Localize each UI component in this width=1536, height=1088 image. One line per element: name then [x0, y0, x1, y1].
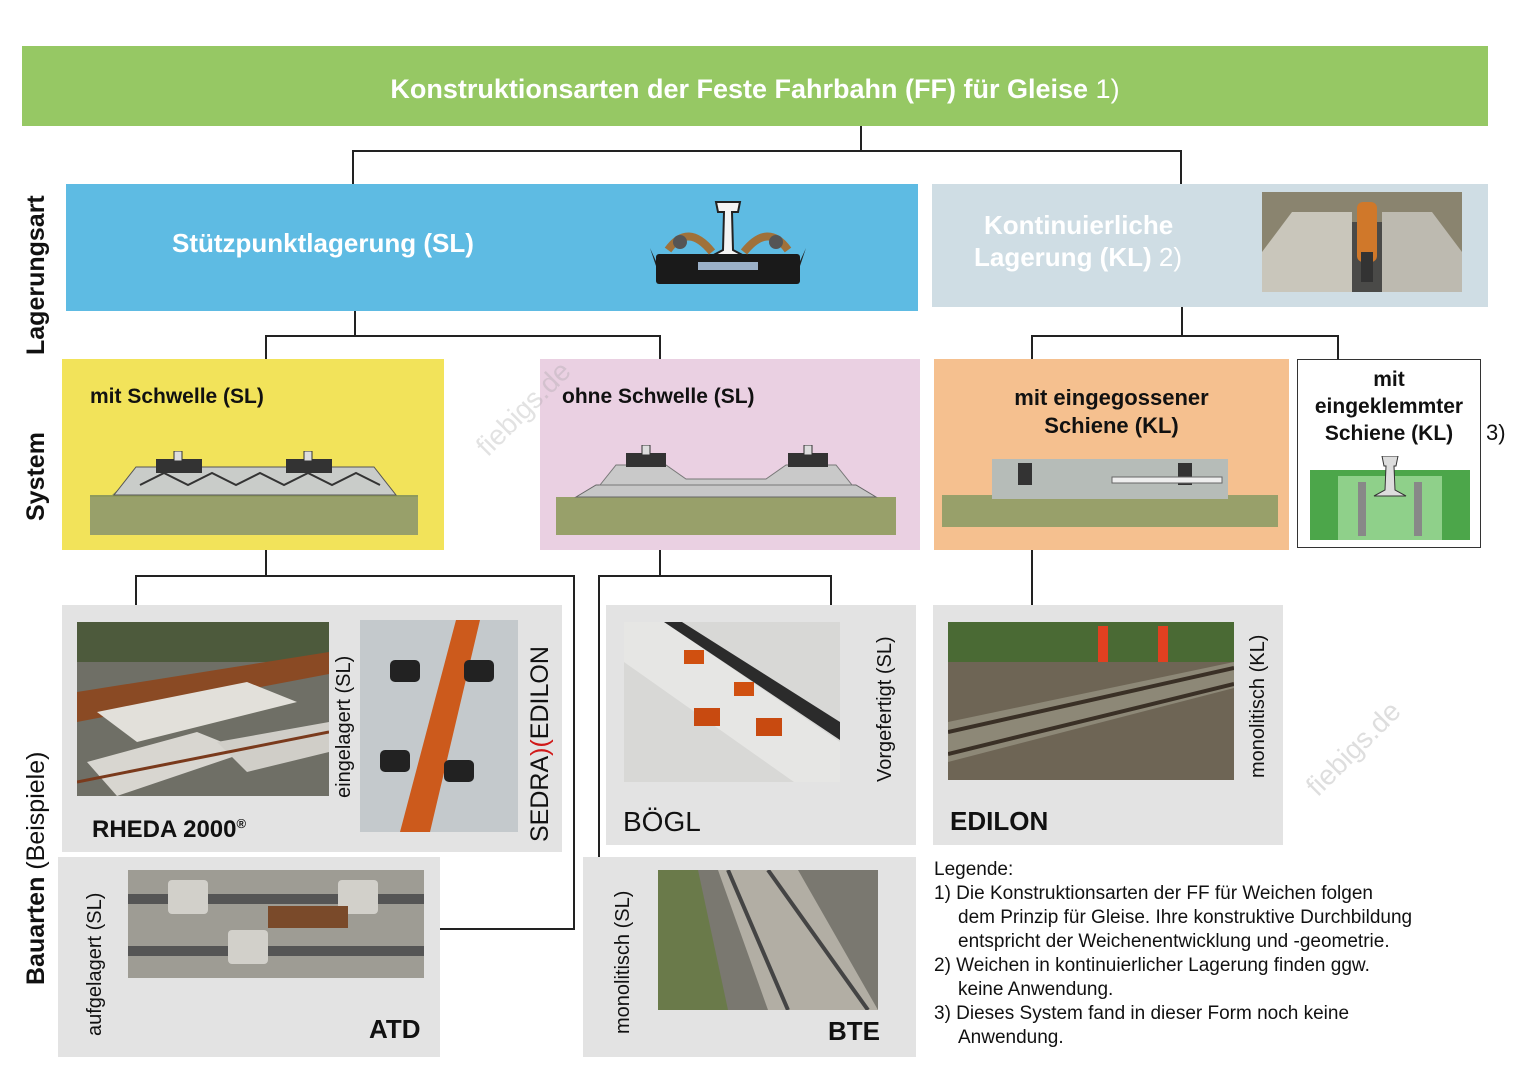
ohne-schwelle-box: ohne Schwelle (SL) [540, 359, 920, 550]
sedra-separator: )( [526, 739, 554, 756]
eingeklemmt-footnote: 3) [1486, 420, 1506, 445]
mit-schwelle-label: mit Schwelle (SL) [90, 385, 264, 408]
bte-photo [658, 870, 878, 1010]
legend-note-2b: keine Anwendung. [958, 979, 1114, 1000]
vorgefertigt-label: Vorgefertigt (SL) [874, 636, 896, 782]
page-title: Konstruktionsarten der Feste Fahrbahn (F… [390, 74, 1089, 104]
legend-note-1a: 1) Die Konstruktionsarten der FF für Wei… [934, 883, 1373, 904]
boegl-photo [624, 622, 840, 782]
atd-label: ATD [369, 1014, 421, 1044]
monolitisch-kl-label: monolitisch (KL) [1247, 634, 1269, 778]
row-label-system: System [22, 432, 50, 521]
stuetzpunktlagerung-label: Stützpunktlagerung (SL) [172, 228, 474, 258]
kontinuierliche-label-2-wrap: Lagerung (KL) 2) [974, 242, 1182, 273]
clamped-rail-cross-section-icon [1310, 456, 1470, 540]
legend-note-2a: 2) Weichen in kontinuierlicher Lagerung … [934, 955, 1370, 976]
embedded-rail-cross-section-icon [942, 459, 1278, 527]
eingeklemmt-label-1: mit [1373, 368, 1405, 391]
eingegossen-box: mit eingegossener Schiene (KL) [934, 359, 1289, 550]
eingegossen-label-2: Schiene (KL) [1044, 413, 1179, 438]
sedra-name: SEDRA [526, 755, 554, 842]
rheda-name: RHEDA 2000 [92, 816, 237, 843]
ohne-schwelle-label: ohne Schwelle (SL) [562, 385, 755, 408]
rheda-label: RHEDA 2000® [92, 816, 246, 844]
atd-photo [128, 870, 424, 978]
legend: Legende: 1) Die Konstruktionsarten der F… [934, 858, 1412, 1050]
row-label-bauarten: Bauarten (Beispiele) [22, 752, 51, 985]
rheda-registered: ® [236, 816, 247, 831]
watermark: fiebigs.de [1300, 695, 1407, 802]
monolitisch-sl-label: monolitisch (SL) [612, 890, 634, 1034]
kontinuierliche-label-2: Lagerung (KL) [974, 242, 1152, 272]
kontinuierliche-lagerung-box: Kontinuierliche Lagerung (KL) 2) [932, 184, 1488, 307]
legend-note-1b: dem Prinzip für Gleise. Ihre konstruktiv… [958, 907, 1413, 928]
sedra-edilon-label: SEDRA)(EDILON [526, 646, 555, 842]
row-label-beispiele: (Beispiele) [22, 751, 50, 870]
eingeklemmt-label-2: eingeklemmter [1314, 395, 1464, 418]
row-label-lagerungsart: Lagerungsart [22, 195, 50, 355]
title-footnote: 1) [1095, 74, 1120, 104]
edilon-label: EDILON [950, 806, 1049, 836]
sleeper-cross-section-icon [90, 451, 418, 535]
eingelagert-label: eingelagert (SL) [333, 655, 355, 798]
row-label-bauarten-text: Bauarten [22, 876, 50, 985]
mit-schwelle-box: mit Schwelle (SL) [62, 359, 444, 550]
sedra-photo [360, 620, 518, 832]
kontinuierliche-label-1: Kontinuierliche [984, 210, 1174, 240]
stuetzpunktlagerung-box: Stützpunktlagerung (SL) [66, 184, 918, 311]
title-banner: Konstruktionsarten der Feste Fahrbahn (F… [22, 46, 1488, 126]
sedra-edilon-name: EDILON [526, 646, 554, 740]
edilon-photo [948, 622, 1234, 780]
continuous-rail-photo [1262, 192, 1462, 292]
aufgelagert-label: aufgelagert (SL) [84, 892, 106, 1036]
legend-note-3b: Anwendung. [958, 1027, 1064, 1048]
slab-cross-section-icon [556, 445, 896, 535]
boegl-label: BÖGL [623, 806, 701, 837]
kontinuierliche-footnote: 2) [1158, 242, 1183, 272]
legend-note-1c: entspricht der Weichenentwicklung und -g… [958, 931, 1390, 952]
eingegossen-label-1: mit eingegossener [1014, 385, 1209, 410]
legend-note-3a: 3) Dieses System fand in dieser Form noc… [934, 1003, 1350, 1024]
rail-fastening-icon [650, 201, 806, 284]
eingeklemmt-label-3: Schiene (KL) [1324, 422, 1454, 445]
bte-label: BTE [828, 1016, 880, 1046]
legend-title: Legende: [934, 859, 1014, 880]
rheda-photo [77, 622, 329, 796]
eingeklemmt-box: mit eingeklemmter Schiene (KL) [1297, 359, 1481, 548]
